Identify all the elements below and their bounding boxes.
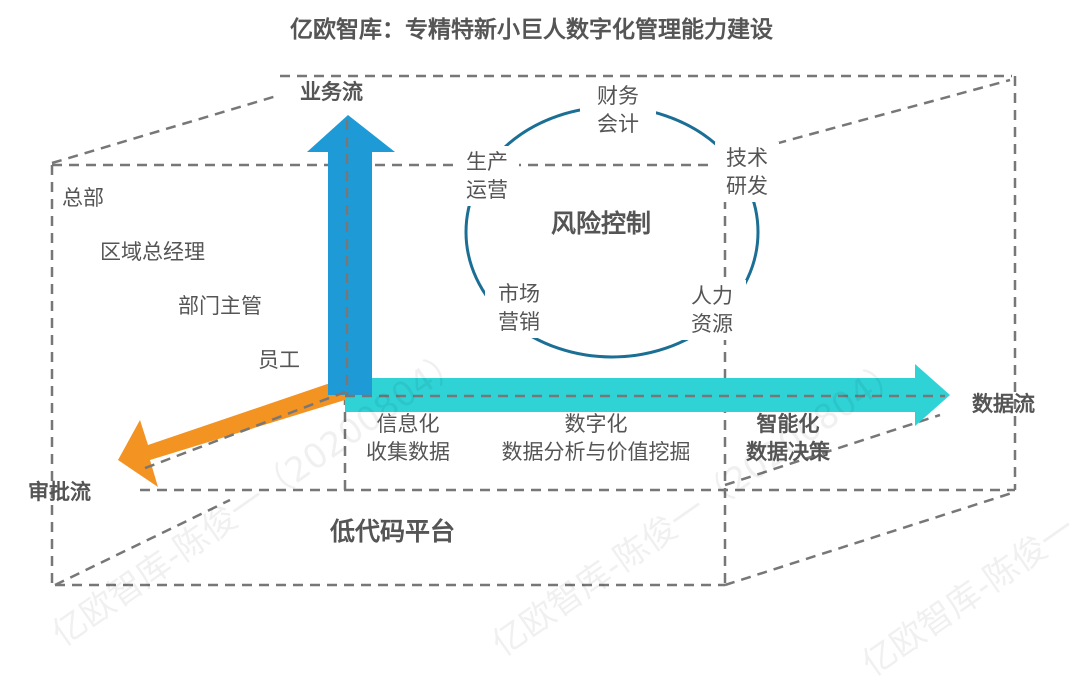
stage-digitalization: 数字化数据分析与价值挖掘	[501, 412, 691, 464]
approval-flow-label: 审批流	[28, 480, 91, 504]
cycle-item-rnd: 技术研发	[715, 142, 779, 202]
business-flow-label: 业务流	[300, 80, 363, 104]
cycle-item-production: 生产运营	[455, 146, 519, 206]
cycle-item-hr: 人力资源	[678, 280, 746, 340]
low-code-platform-label: 低代码平台	[330, 517, 456, 546]
stage-intelligence: 智能化数据决策	[746, 412, 830, 464]
hierarchy-level: 员工	[258, 348, 300, 372]
approval-flow-arrow	[118, 378, 345, 487]
hierarchy-level: 总部	[62, 186, 104, 210]
risk-control-center: 风险控制	[551, 209, 652, 238]
cycle-item-marketing: 市场营销	[485, 278, 553, 338]
page-title: 亿欧智库：专精特新小巨人数字化管理能力建设	[290, 17, 773, 43]
hierarchy-level: 区域总经理	[100, 240, 205, 264]
diagram-canvas	[50, 74, 1017, 587]
hierarchy-level: 部门主管	[178, 294, 262, 318]
data-flow-label: 数据流	[972, 392, 1035, 416]
cycle-item-finance: 财务会计	[580, 80, 656, 140]
data-flow-arrow	[345, 364, 950, 426]
stage-informatization: 信息化收集数据	[366, 412, 450, 464]
cube-wireframe	[50, 74, 1017, 587]
business-flow-arrow	[307, 115, 395, 395]
